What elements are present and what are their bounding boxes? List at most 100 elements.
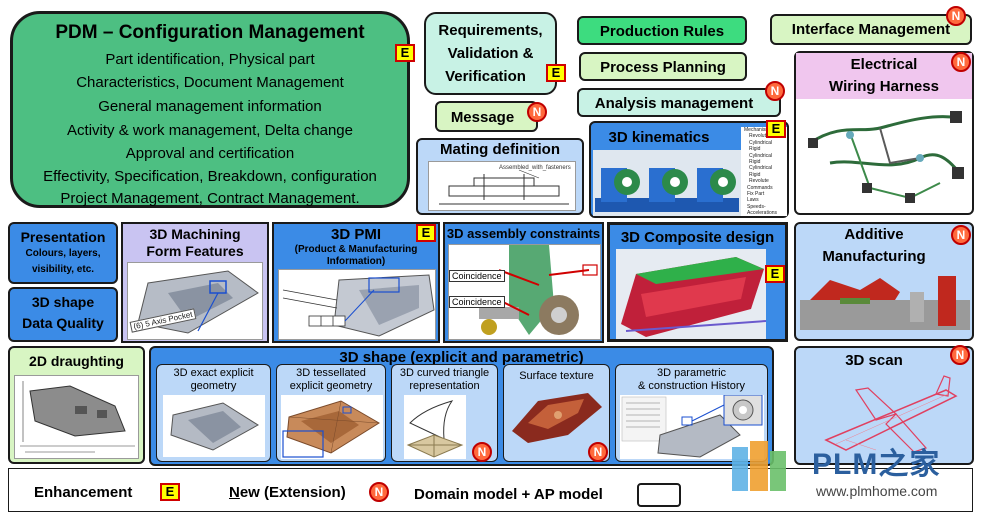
shape-surface-texture: Surface texture: [503, 364, 610, 462]
scan-title: 3D scan: [845, 352, 903, 369]
assembly-constraints-title: 3D assembly constraints: [446, 226, 601, 241]
pmi-sub-2: Information): [326, 256, 386, 267]
additive-line-1: Additive: [844, 226, 904, 243]
tessellated-line-1: 3D tessellated: [296, 367, 366, 379]
process-planning-label: Process Planning: [600, 59, 726, 76]
legend-enhancement-badge: E: [160, 483, 180, 501]
curved-triangle-line-2: representation: [409, 380, 480, 392]
curved-triangle-new-badge: N: [472, 442, 492, 462]
presentation-sub-2: visibility, etc.: [31, 264, 95, 275]
machining-box: 3D Machining Form Features (6) 5 Axis Po…: [121, 222, 269, 343]
shape-panel-title: 3D shape (explicit and parametric): [339, 349, 584, 366]
tree-item: Rigid: [749, 171, 761, 178]
surface-texture-new-badge: N: [588, 442, 608, 462]
legend-new-rest: ew (Extension): [239, 484, 346, 501]
exact-explicit-line-2: geometry: [190, 380, 237, 392]
shape-tessellated: 3D tessellated explicit geometry: [276, 364, 386, 462]
mating-drawing: [439, 169, 569, 205]
parametric-line-1: 3D parametric: [656, 367, 727, 379]
interface-management-label: Interface Management: [791, 21, 951, 38]
kinematics-box: 3D kinematics Mechanisms Revolute Cylind…: [589, 121, 789, 218]
shape-exact-explicit: 3D exact explicit geometry: [156, 364, 271, 462]
electrical-new-badge: N: [951, 52, 971, 72]
data-quality-box: 3D shape Data Quality: [8, 287, 118, 342]
analysis-new-badge: N: [765, 81, 785, 101]
tree-item: Cylindrical: [749, 152, 773, 159]
kinematics-tree: Mechanisms Revolute Cylindrical Rigid Cy…: [741, 127, 787, 216]
presentation-title: Presentation: [20, 229, 106, 245]
pdm-line-7: Project Management, Contract Management.: [60, 190, 360, 207]
shape-parametric-history: 3D parametric & construction History: [615, 364, 768, 462]
mating-definition-image: Assembled_with_fasteners: [428, 161, 576, 211]
kinematics-enhancement-badge: E: [766, 120, 786, 138]
tree-item: Rigid: [749, 159, 761, 166]
plmhome-brand-cn: 之家: [878, 448, 941, 481]
message-label: Message: [450, 109, 515, 126]
pmi-title: 3D PMI: [330, 226, 381, 243]
pdm-line-3: General management information: [98, 98, 322, 115]
pdm-title: PDM – Configuration Management: [55, 22, 365, 43]
data-quality-line-2: Data Quality: [22, 315, 104, 331]
composite-design-box: 3D Composite design: [607, 222, 788, 342]
legend-bar: Enhancement E New (Extension) N Domain m…: [8, 468, 973, 512]
tree-item: Speeds-Accelerations: [747, 203, 778, 217]
pdm-enhancement-badge: E: [395, 44, 415, 62]
electrical-wiring-box: Electrical Wiring Harness: [794, 51, 974, 215]
surface-texture-line-1: Surface texture: [519, 370, 594, 382]
tree-item: Laws: [747, 197, 759, 204]
pdm-line-2: Characteristics, Document Management: [76, 74, 344, 91]
pmi-part: [282, 274, 435, 337]
composite-enhancement-badge: E: [765, 265, 785, 283]
pmi-image: [278, 269, 436, 340]
composite-title: 3D Composite design: [620, 229, 775, 246]
electrical-line-1: Electrical: [850, 56, 918, 73]
draughting-box: 2D draughting: [8, 346, 145, 464]
exact-explicit-image: [163, 395, 265, 457]
machining-line-2: Form Features: [146, 243, 244, 259]
curved-triangle-line-1: 3D curved triangle: [399, 367, 490, 379]
scan-airplane-image: [824, 375, 958, 453]
draughting-drawing: [20, 381, 135, 453]
exact-explicit-line-1: 3D exact explicit: [173, 367, 254, 379]
surface-texture-image: [512, 393, 602, 443]
legend-new-initial: N: [229, 484, 240, 501]
plmhome-brand: PLM之家: [812, 439, 940, 483]
analysis-management-box: Analysis management: [577, 88, 781, 117]
assembly-constraints-box: 3D assembly constraints Coincidence Coin…: [443, 222, 604, 343]
tessellated-line-2: explicit geometry: [289, 380, 373, 392]
kinematics-image: [593, 150, 741, 216]
mating-image-label: Assembled_with_fasteners: [499, 165, 571, 171]
wiring-harness-image: [808, 111, 964, 203]
machining-image: (6) 5 Axis Pocket: [127, 262, 263, 340]
tree-item: Commands: [747, 184, 773, 191]
additive-manufacturing-box: Additive Manufacturing: [794, 222, 974, 341]
analysis-management-label: Analysis management: [594, 95, 754, 112]
process-planning-box: Process Planning: [579, 52, 747, 81]
kinematics-title: 3D kinematics: [608, 129, 710, 146]
plmhome-watermark: PLM之家 www.plmhome.com: [728, 433, 978, 505]
tessellated-image: [281, 395, 383, 459]
additive-line-2: Manufacturing: [822, 248, 926, 265]
presentation-sub-1: Colours, layers,: [25, 248, 101, 259]
interface-new-badge: N: [946, 6, 966, 26]
parametric-line-2: & construction History: [638, 380, 745, 392]
assembly-drawing: [479, 245, 598, 335]
requirements-box: Requirements, Validation & Verification: [424, 12, 557, 95]
legend-new-label: New (Extension): [229, 484, 346, 501]
coincidence-label-1: Coincidence: [449, 270, 505, 282]
pmi-enhancement-badge: E: [416, 224, 436, 242]
mating-definition-box: Mating definition Assembled_with_fastene…: [416, 138, 584, 215]
requirements-enhancement-badge: E: [546, 64, 566, 82]
assembly-image: Coincidence Coincidence: [448, 244, 601, 340]
plmhome-logo-icon: [732, 441, 786, 491]
requirements-line-2: Validation &: [447, 45, 534, 62]
pdm-configuration-management-box: PDM – Configuration Management Part iden…: [10, 11, 410, 208]
tree-item: Cylindrical: [749, 165, 773, 172]
draughting-image: [14, 375, 139, 459]
plmhome-brand-latin: PLM: [812, 448, 879, 481]
composite-part: [621, 257, 766, 337]
parametric-image: [620, 395, 764, 459]
pdm-line-1: Part identification, Physical part: [105, 51, 315, 68]
composite-image: [616, 249, 766, 339]
scan-box: 3D scan: [794, 346, 974, 465]
